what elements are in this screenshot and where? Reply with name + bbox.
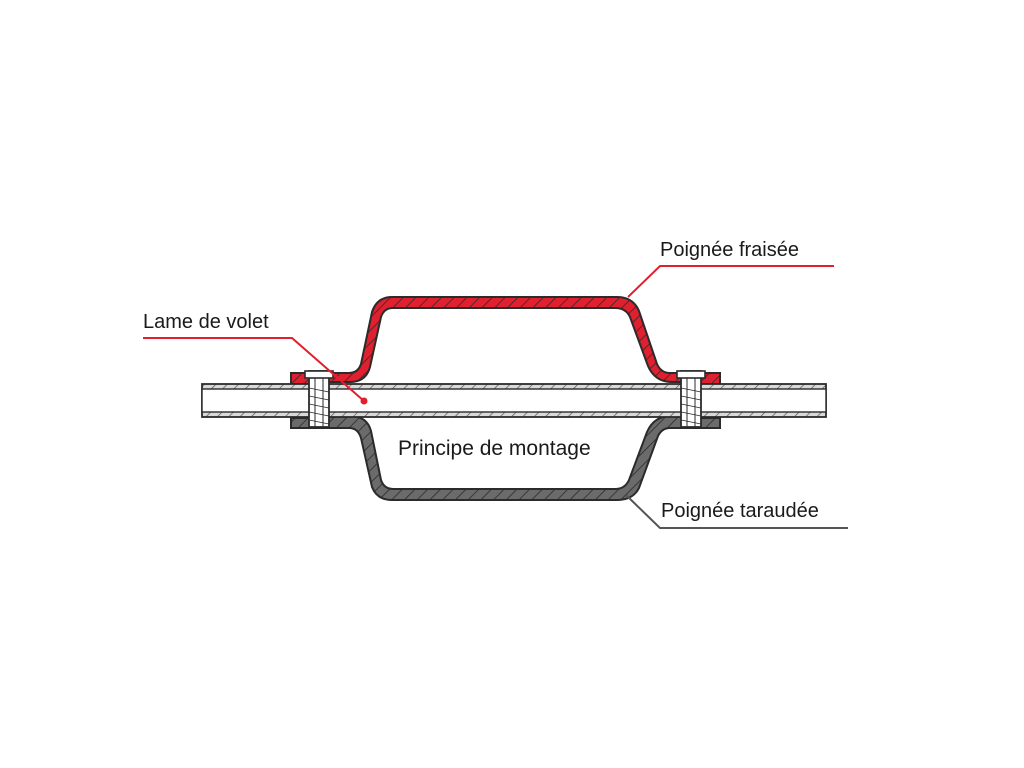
screw-right bbox=[676, 370, 706, 428]
leader-slat bbox=[143, 337, 368, 405]
handle-milled bbox=[290, 296, 721, 385]
label-handle-milled: Poignée fraisée bbox=[660, 239, 799, 261]
slat-inner bbox=[201, 388, 827, 413]
screw-left bbox=[304, 370, 334, 428]
leader-handle-milled bbox=[627, 265, 834, 298]
label-slat: Lame de volet bbox=[143, 311, 269, 333]
shutter-slat bbox=[201, 383, 827, 418]
label-handle-tapped: Poignée taraudée bbox=[661, 500, 819, 522]
diagram-caption: Principe de montage bbox=[398, 437, 591, 460]
leader-slat-dot bbox=[360, 397, 368, 405]
leader-handle-tapped bbox=[625, 494, 848, 529]
handle-milled-body bbox=[290, 296, 721, 385]
